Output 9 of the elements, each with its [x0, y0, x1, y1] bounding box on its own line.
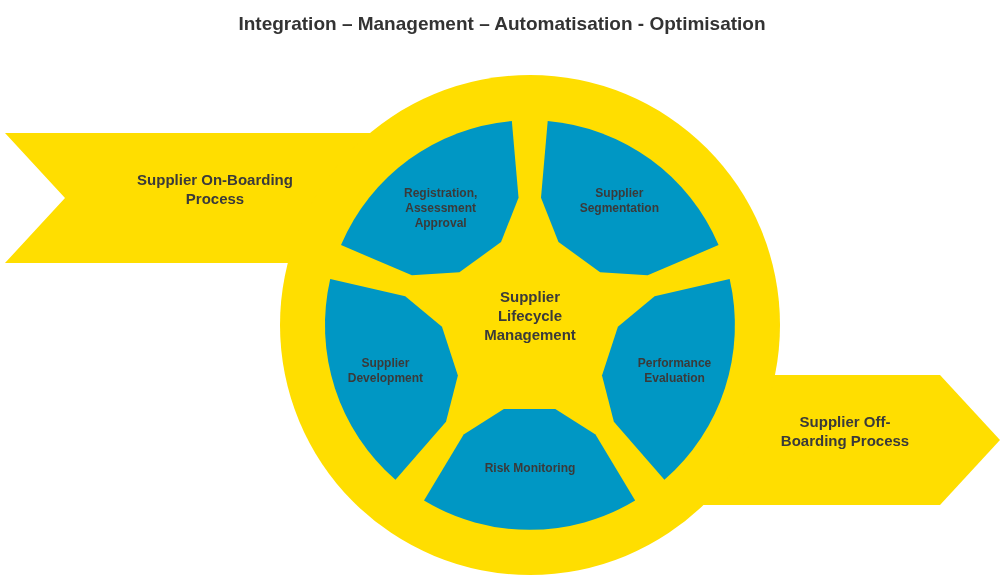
- segment-label: Risk Monitoring: [483, 461, 577, 476]
- diagram-title: Integration – Management – Automatisation - Optimisation: [237, 12, 767, 36]
- band-label: Supplier Off-Boarding Process: [780, 413, 910, 451]
- band-label: Supplier On-Boarding Process: [136, 171, 294, 209]
- segment-label: Supplier Development: [346, 355, 425, 386]
- segment-label: Performance Evaluation: [636, 355, 713, 386]
- center-label: Supplier Lifecycle Management: [483, 288, 577, 345]
- segment-label: Supplier Segmentation: [578, 186, 660, 216]
- segment-label: Registration, Assessment Approval: [402, 186, 479, 231]
